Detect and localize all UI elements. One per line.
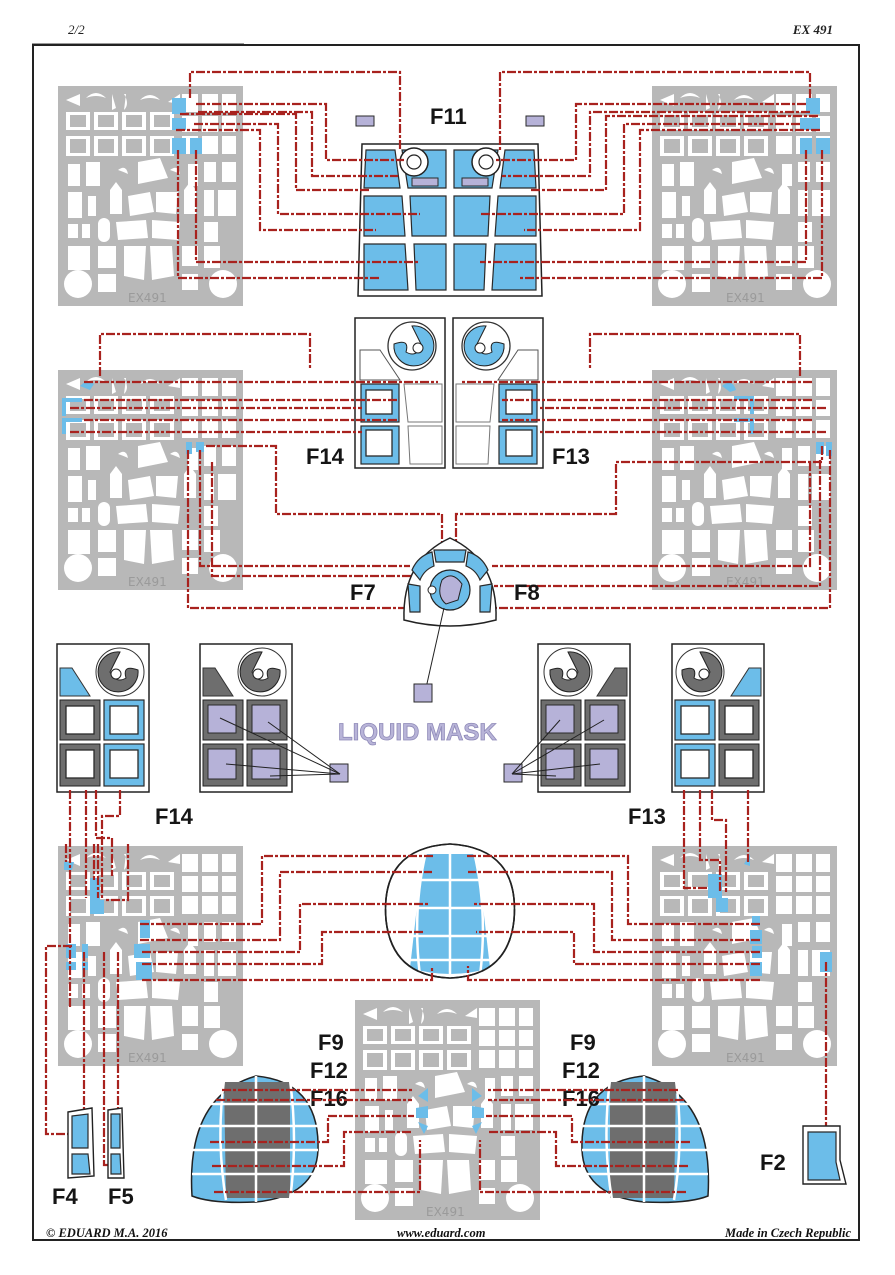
mask-sheet-top-left: EX491 [58, 86, 243, 306]
mask-sheet-mid-left: EX491 [58, 370, 243, 590]
mask-sheet-bottom-center: EX491 [355, 1000, 540, 1220]
footer-copyright: © EDUARD M.A. 2016 [46, 1226, 168, 1240]
label-f4: F4 [52, 1184, 78, 1209]
footer-website-link[interactable]: www.eduard.com [397, 1226, 486, 1240]
part-f4: F4 [52, 1107, 95, 1209]
liquid-mask-swatch [355, 115, 375, 127]
label-f13-lower: F13 [628, 804, 666, 829]
part-f5: F5 [107, 1107, 134, 1209]
part-f13-lower-blue [671, 643, 765, 793]
footer-made-in: Made in Czech Republic [724, 1226, 851, 1240]
sheet-marking: EX491 [426, 1205, 465, 1219]
label-f2: F2 [760, 1150, 786, 1175]
label-f9-left: F9 [318, 1030, 344, 1055]
sheet-marking: EX491 [726, 291, 765, 305]
part-f14-lower-liquid [199, 643, 349, 793]
leader-lines-second [70, 332, 832, 610]
label-f14-lower: F14 [155, 804, 194, 829]
label-f12-left: F12 [310, 1058, 348, 1083]
page-number: 2/2 [68, 22, 85, 37]
part-f9-f12-f16-right: F9 F12 F16 [562, 1030, 710, 1204]
part-f14-lower-blue [56, 643, 150, 793]
part-f13-upper: F13 [452, 317, 590, 469]
part-f2: F2 [760, 1125, 847, 1185]
part-f14-upper: F14 [306, 317, 446, 469]
page-frame [32, 44, 860, 1241]
liquid-mask-swatch [525, 115, 545, 127]
label-f14-upper: F14 [306, 444, 345, 469]
sheet-marking: EX491 [128, 1051, 167, 1065]
mask-sheet-lower-right: EX491 [652, 846, 837, 1066]
part-canopy-dome [384, 843, 516, 979]
label-f12-right: F12 [562, 1058, 600, 1083]
part-f9-f12-f16-left: F9 F12 F16 [190, 1030, 348, 1204]
label-f13-upper: F13 [552, 444, 590, 469]
leader-lines-bottom [210, 1088, 690, 1194]
part-f7-f8: F7 F8 [350, 537, 540, 703]
document-code: EX 491 [792, 22, 833, 37]
sheet-marking: EX491 [128, 575, 167, 589]
label-f11: F11 [430, 104, 467, 129]
part-f13-lower-liquid [503, 643, 631, 793]
liquid-mask-label: LIQUID MASK [338, 719, 497, 746]
label-f5: F5 [108, 1184, 134, 1209]
sheet-marking: EX491 [726, 1051, 765, 1065]
liquid-mask-swatch [413, 683, 433, 703]
sheet-marking: EX491 [128, 291, 167, 305]
label-f9-right: F9 [570, 1030, 596, 1055]
leader-lines-top [176, 70, 824, 280]
label-f7: F7 [350, 580, 376, 605]
leader-lines-fourth [44, 790, 828, 1167]
label-f8: F8 [514, 580, 540, 605]
mask-sheet-top-right: EX491 [652, 86, 837, 306]
part-f11-canopy: F11 [355, 104, 545, 297]
